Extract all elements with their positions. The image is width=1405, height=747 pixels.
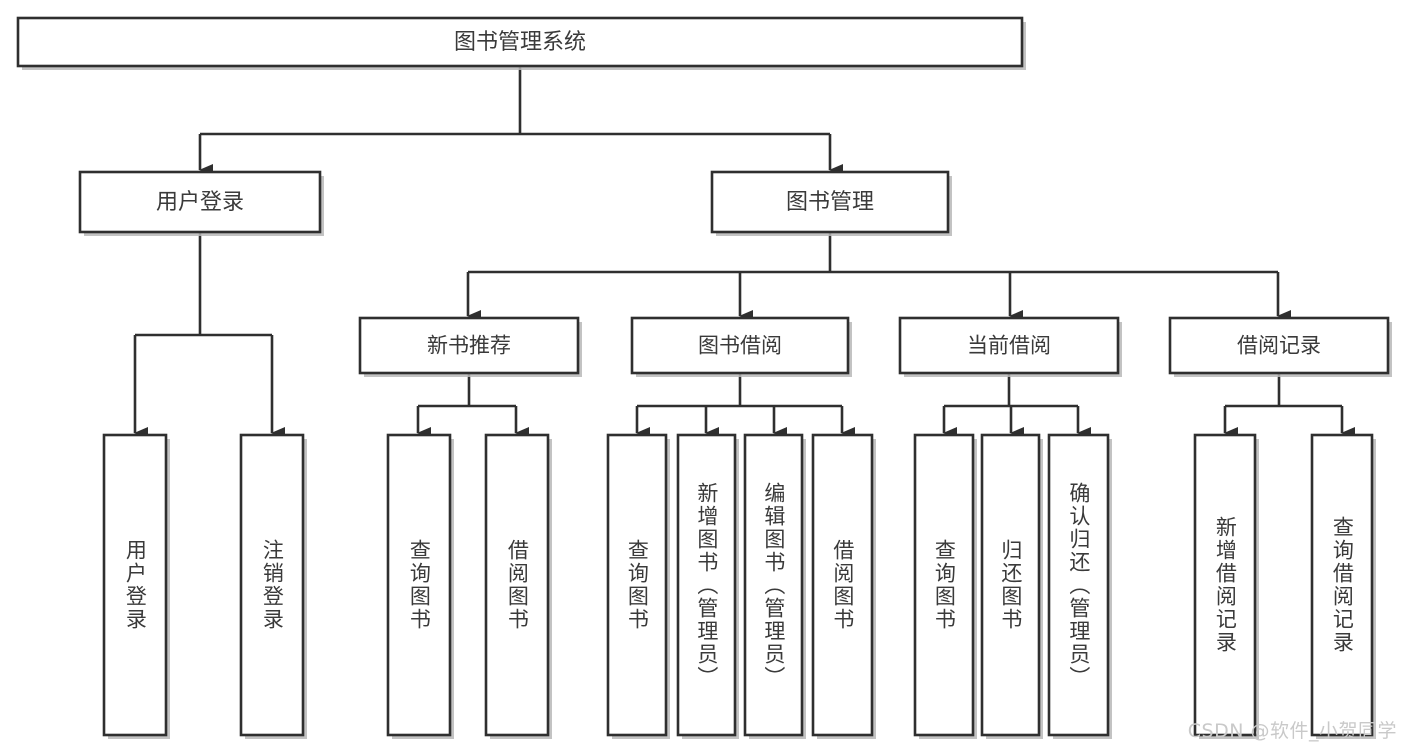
level3-node-label: 借阅记录: [1237, 334, 1321, 358]
leaf-node-box-leaf-query-book-3[interactable]: [913, 433, 975, 737]
level3-node-box-borrow-record[interactable]: [1168, 316, 1390, 375]
level3-node-label: 新书推荐: [427, 334, 511, 358]
leaf-node-box-leaf-borrow-book-2[interactable]: [811, 433, 874, 737]
level3-node-box-book-borrow[interactable]: [630, 316, 850, 375]
level2-node-label: 图书管理: [786, 190, 874, 215]
leaf-node-box-leaf-confirm-return[interactable]: [1047, 433, 1110, 737]
leaf-node-box-leaf-return-book[interactable]: [980, 433, 1041, 737]
leaf-node-box-leaf-borrow-book-1[interactable]: [484, 433, 550, 737]
leaf-node-box-leaf-add-record[interactable]: [1193, 433, 1257, 737]
leaf-node-box-leaf-edit-book[interactable]: [743, 433, 804, 737]
level3-node-box-current-borrow[interactable]: [898, 316, 1120, 375]
root-node-label: 图书管理系统: [454, 30, 586, 55]
watermark: CSDN @软件_小贺同学: [1187, 720, 1397, 742]
level3-node-box-new-book-recommend[interactable]: [358, 316, 580, 375]
leaf-node-box-leaf-add-book[interactable]: [676, 433, 737, 737]
leaf-node-box-leaf-query-book-1[interactable]: [386, 433, 452, 737]
level2-node-box-book-manage[interactable]: [710, 170, 950, 234]
root-node-box[interactable]: [16, 16, 1024, 68]
level3-node-label: 图书借阅: [698, 334, 782, 358]
leaf-node-box-leaf-user-login[interactable]: [102, 433, 168, 737]
connector-lines: [133, 66, 1355, 439]
leaf-node-box-leaf-logout[interactable]: [239, 433, 305, 737]
leaf-node-box-leaf-query-record[interactable]: [1310, 433, 1374, 737]
level2-node-label: 用户登录: [156, 190, 244, 215]
node-boxes: [16, 16, 1392, 739]
level2-node-box-user-login[interactable]: [78, 170, 322, 234]
level3-node-label: 当前借阅: [967, 334, 1051, 358]
leaf-node-box-leaf-query-book-2[interactable]: [606, 433, 668, 737]
